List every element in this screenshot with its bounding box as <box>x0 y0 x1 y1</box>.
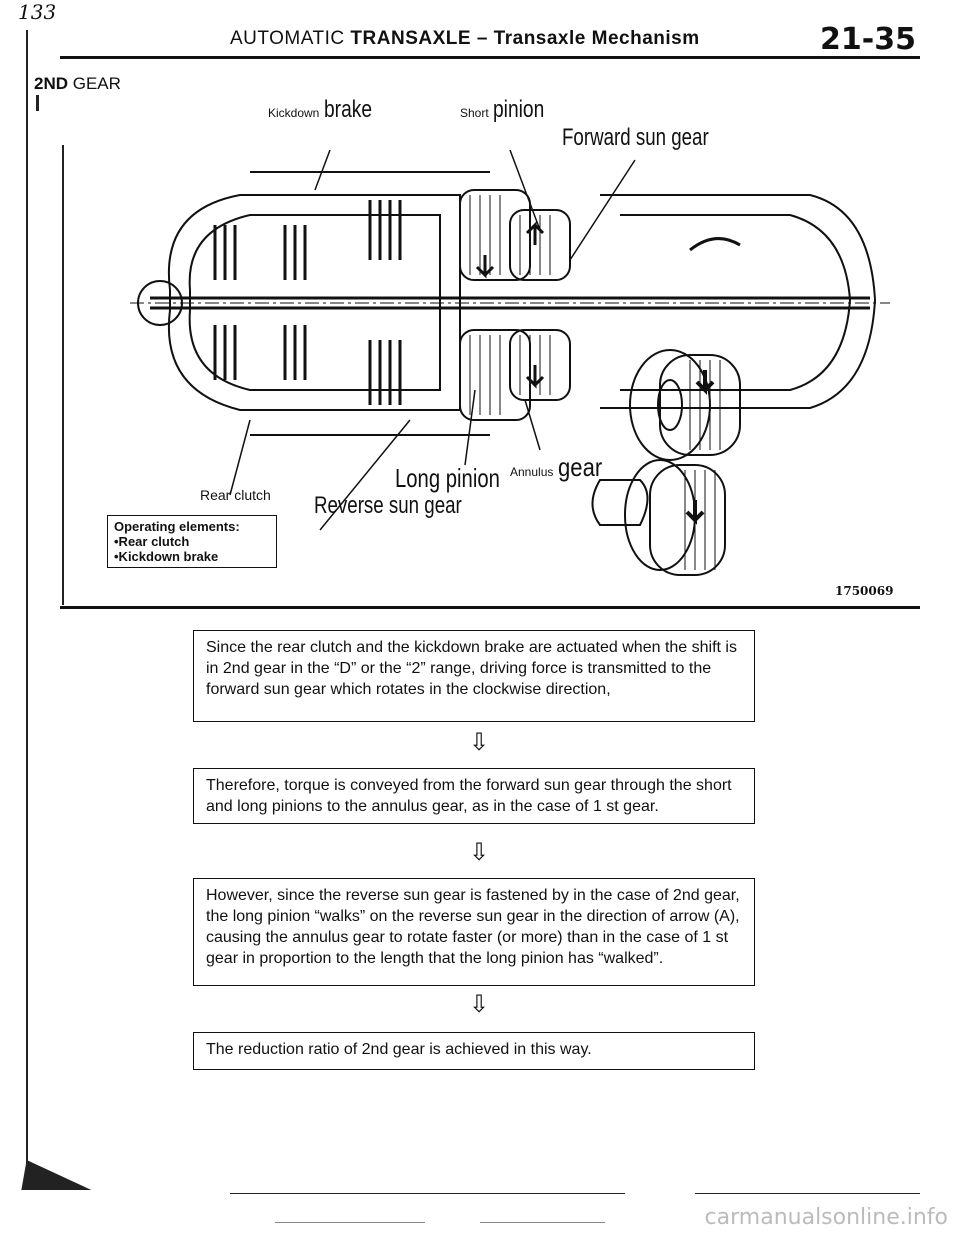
figure-bottom-rule <box>60 606 920 609</box>
figure-tick <box>36 95 39 111</box>
flow-box-3: However, since the reverse sun gear is f… <box>193 878 755 986</box>
label-kickdown-brake: Kickdown brake <box>268 96 384 124</box>
label-rear-clutch: Rear clutch <box>200 487 271 503</box>
flow-box-2: Therefore, torque is conveyed from the f… <box>193 768 755 824</box>
label-forward-sun-gear: Forward sun gear <box>562 124 709 151</box>
footer-rule <box>695 1193 920 1194</box>
label-reverse-sun-gear: Reverse sun gear <box>314 492 462 519</box>
flow-box-3-text: However, since the reverse sun gear is f… <box>206 887 740 967</box>
operating-elements-legend: Operating elements: •Rear clutch •Kickdo… <box>107 515 277 568</box>
label-annulus-gear: Annulus gear <box>510 452 610 483</box>
watermark: carmanualsonline.info <box>704 1205 948 1230</box>
figure-id: 1750069 <box>835 584 894 598</box>
flow-box-1-text: Since the rear clutch and the kickdown b… <box>206 639 737 698</box>
label-short-main: pinion <box>493 96 545 123</box>
flow-box-2-text: Therefore, torque is conveyed from the f… <box>206 777 732 815</box>
page-number: 21-35 <box>820 22 916 57</box>
legend-item: •Rear clutch <box>114 534 190 549</box>
label-kickdown-prefix: Kickdown <box>268 106 320 120</box>
section-title-rest: GEAR <box>72 74 121 93</box>
label-long-pinion: Long pinion <box>395 463 500 493</box>
page-header: AUTOMATIC TRANSAXLE – Transaxle Mechanis… <box>230 28 700 50</box>
figure-frame-left <box>62 145 64 605</box>
header-rule <box>60 56 920 59</box>
section-title-bold: 2ND <box>34 74 69 93</box>
header-suffix: – Transaxle Mechanism <box>476 28 700 49</box>
footer-rule <box>480 1222 605 1223</box>
flow-box-4: The reduction ratio of 2nd gear is achie… <box>193 1032 755 1070</box>
header-bold: TRANSAXLE <box>350 28 472 49</box>
section-title: 2ND GEAR <box>34 74 121 94</box>
label-annulus-prefix: Annulus <box>510 465 554 479</box>
transaxle-diagram <box>130 150 890 576</box>
flow-box-1: Since the rear clutch and the kickdown b… <box>193 630 755 722</box>
corner-note: 133 <box>18 0 57 24</box>
binding-edge-line <box>26 30 28 1180</box>
flow-box-4-text: The reduction ratio of 2nd gear is achie… <box>206 1041 592 1058</box>
flow-arrow-icon: ⇩ <box>468 839 490 866</box>
label-short-prefix: Short <box>460 106 489 120</box>
legend-item: •Kickdown brake <box>114 549 219 564</box>
flow-arrow-icon: ⇩ <box>468 729 490 756</box>
binding-corner-mark <box>21 1160 97 1190</box>
header-prefix: AUTOMATIC <box>230 28 345 49</box>
footer-rule <box>275 1222 425 1223</box>
label-short-pinion: Short pinion <box>460 96 557 124</box>
label-kickdown-main: brake <box>323 96 372 123</box>
label-annulus-main: gear <box>557 452 603 482</box>
footer-rule <box>230 1193 625 1194</box>
flow-arrow-icon: ⇩ <box>468 991 490 1018</box>
legend-title: Operating elements: <box>114 519 240 534</box>
